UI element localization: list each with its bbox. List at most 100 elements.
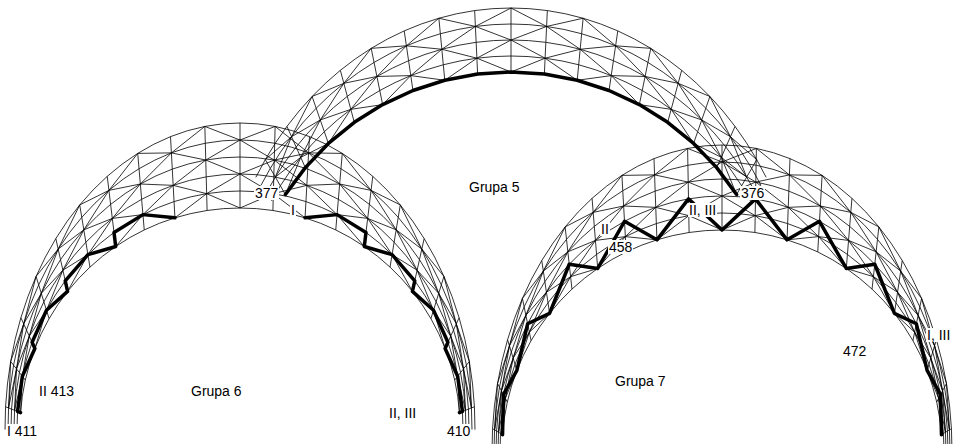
grid-bar: [722, 162, 723, 179]
grid-bar: [899, 271, 901, 282]
grid-bar: [687, 148, 688, 165]
grid-bar: [498, 196, 946, 444]
grid-bar: [742, 177, 747, 186]
grid-bar: [722, 148, 756, 162]
grid-bar: [26, 330, 29, 336]
grid-bar: [820, 191, 822, 206]
grid-bar: [256, 8, 766, 177]
grid-bar: [730, 137, 746, 177]
grid-bar: [265, 160, 270, 169]
grid-bar: [342, 153, 371, 190]
grid-bar: [439, 18, 476, 26]
grid-bar: [698, 120, 702, 132]
grid-bar: [140, 184, 173, 185]
grid-bar: [656, 207, 689, 215]
grid-bar: [913, 332, 915, 340]
grid-bar: [546, 292, 548, 303]
grid-bar: [931, 352, 933, 358]
grid-bar: [439, 285, 442, 293]
grid-bar: [112, 218, 114, 232]
grid-bar: [274, 160, 307, 185]
grid-bar: [580, 49, 611, 75]
grid-bar: [671, 96, 674, 109]
grid-bar: [511, 352, 513, 358]
grid-bar: [368, 218, 396, 229]
grid-bar: [312, 83, 344, 96]
grid-bar: [377, 46, 406, 77]
grid-bar: [175, 194, 207, 218]
grid-bar: [577, 76, 611, 81]
grid-bar: [511, 58, 545, 72]
grid-bar: [595, 240, 596, 254]
grid-bar: [36, 276, 39, 284]
grid-bar: [511, 8, 547, 26]
grid-bar: [567, 239, 568, 251]
grid-bar: [41, 270, 63, 293]
grid-bar: [442, 26, 476, 49]
grid-bar: [307, 185, 337, 214]
grid-bar: [475, 8, 511, 26]
grid-bar: [439, 18, 440, 34]
grid-bar: [655, 148, 688, 174]
grid-bar: [466, 361, 469, 365]
grid-bar: [463, 365, 466, 369]
grid-bar: [571, 268, 598, 276]
grid-bar: [593, 175, 622, 212]
grid-bar: [526, 292, 547, 315]
grid-bar: [441, 276, 444, 284]
bold-member-group: [305, 215, 462, 413]
group-title: Grupa 7: [614, 374, 667, 388]
grid-bar: [454, 324, 457, 330]
grid-bar: [494, 162, 950, 444]
grid-bar: [722, 145, 723, 162]
grid-bar: [109, 153, 138, 190]
grid-bar: [320, 83, 344, 120]
grid-bar: [522, 298, 524, 306]
grid-bar: [511, 56, 512, 72]
grid-bar: [492, 145, 952, 444]
grid-bar: [61, 260, 63, 271]
grid-bar: [543, 252, 568, 271]
grid-bar: [822, 175, 851, 212]
grid-bar: [143, 215, 144, 230]
grid-bar: [545, 282, 547, 293]
grid-bar: [509, 298, 522, 345]
node-number: I 411: [6, 424, 38, 438]
grid-bar: [511, 26, 547, 40]
grid-bar: [474, 11, 476, 27]
grid-bar: [477, 40, 511, 58]
grid-bar: [411, 76, 413, 91]
grid-bar: [417, 270, 439, 293]
grid-bar: [139, 169, 140, 184]
grid-bar: [898, 292, 919, 315]
grid-bar: [678, 83, 710, 96]
node-number: 376: [740, 186, 765, 200]
grid-bar: [56, 239, 58, 250]
grid-bar: [377, 76, 380, 90]
node-number: 458: [608, 240, 633, 254]
grid-bar: [309, 153, 340, 184]
grid-bar: [6, 407, 9, 408]
grid-bar: [171, 153, 205, 160]
grid-bar: [513, 358, 515, 364]
grid-bar: [545, 49, 580, 58]
grid-bar: [371, 46, 406, 49]
grid-bar: [547, 18, 584, 26]
grid-bar: [439, 293, 457, 324]
grid-bar: [305, 202, 307, 218]
grid-bar: [475, 26, 477, 42]
grid-bar: [404, 31, 406, 46]
grid-bar: [461, 369, 464, 373]
grid-bar: [440, 34, 441, 50]
grid-bar: [8, 140, 472, 430]
group-mark: II, III: [688, 203, 717, 217]
grid-bar: [312, 96, 316, 108]
grid-bar: [688, 148, 722, 162]
grid-bar: [306, 169, 308, 185]
grid-bar: [396, 230, 422, 249]
grid-bar: [173, 185, 175, 201]
grid-bar: [583, 18, 615, 46]
grid-bar: [706, 96, 710, 108]
grid-bar: [305, 185, 307, 201]
grid-bar: [411, 76, 445, 81]
